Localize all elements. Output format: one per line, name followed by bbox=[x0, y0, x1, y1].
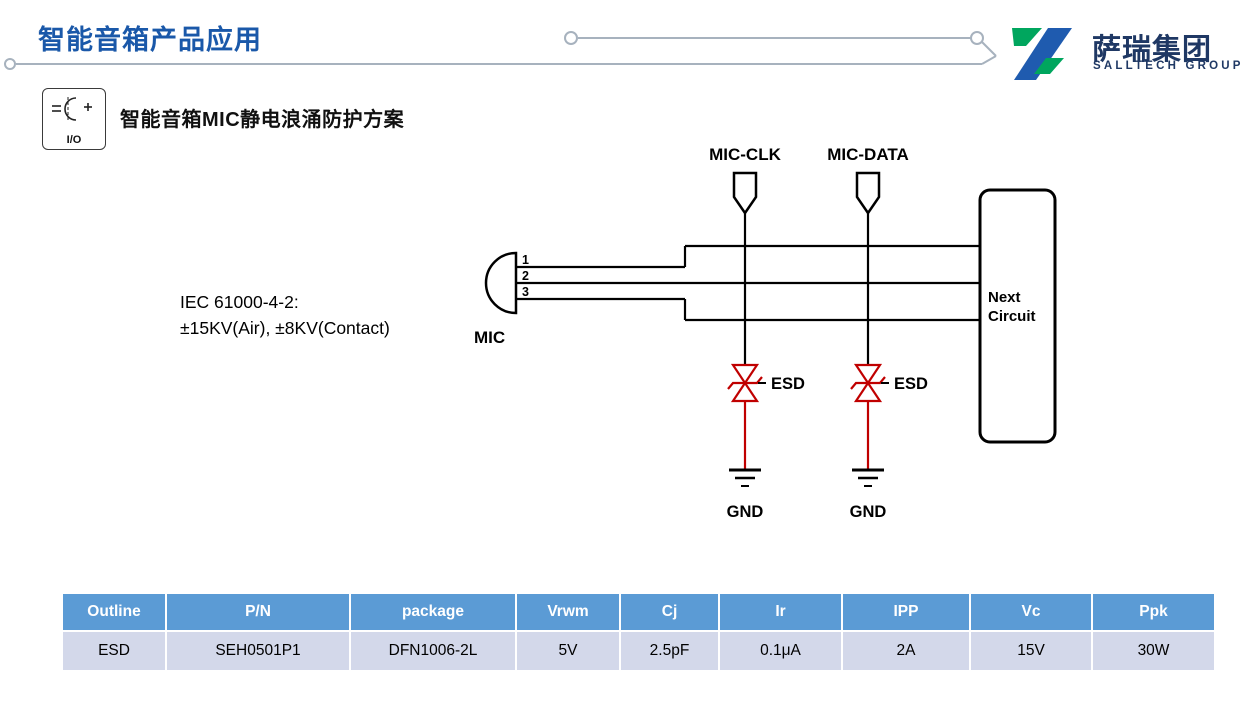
gnd-symbol-2 bbox=[852, 468, 884, 487]
table-cell-ppk: 30W bbox=[1093, 632, 1214, 670]
esd-label-1: ESD bbox=[771, 375, 805, 393]
iec-standard-line1: IEC 61000-4-2: bbox=[180, 292, 299, 312]
table-header-pn: P/N bbox=[167, 594, 349, 630]
esd-diode-1 bbox=[727, 363, 763, 470]
table-header-package: package bbox=[351, 594, 515, 630]
mic-pin-3: 3 bbox=[522, 285, 529, 299]
next-circuit-label-line1: Next bbox=[988, 289, 1021, 306]
table-header-ppk: Ppk bbox=[1093, 594, 1214, 630]
io-port-icon: I/O bbox=[42, 88, 106, 150]
mic-data-label: MIC-DATA bbox=[827, 145, 909, 164]
table-cell-ir: 0.1μA bbox=[720, 632, 841, 670]
table-cell-vrwm: 5V bbox=[517, 632, 619, 670]
next-circuit-label-line2: Circuit bbox=[988, 308, 1036, 325]
table-cell-pn: SEH0501P1 bbox=[167, 632, 349, 670]
table-header-cj: Cj bbox=[621, 594, 718, 630]
page-title: 智能音箱产品应用 bbox=[38, 25, 262, 55]
table-cell-cj: 2.5pF bbox=[621, 632, 718, 670]
mic-data-connector bbox=[855, 171, 881, 216]
mic-label: MIC bbox=[474, 328, 505, 347]
gnd-symbol-1 bbox=[729, 468, 761, 487]
mic-clk-connector bbox=[732, 171, 758, 216]
mic-pin-2: 2 bbox=[522, 269, 529, 283]
mic-pin-1: 1 bbox=[522, 253, 529, 267]
table-cell-ipp: 2A bbox=[843, 632, 969, 670]
signal-lines bbox=[516, 244, 980, 322]
table-cell-vc: 15V bbox=[971, 632, 1091, 670]
spec-table: Outline P/N package Vrwm Cj Ir IPP Vc Pp… bbox=[63, 594, 1214, 670]
gnd-label-1: GND bbox=[727, 503, 764, 521]
table-header-outline: Outline bbox=[63, 594, 165, 630]
gnd-label-2: GND bbox=[850, 503, 887, 521]
io-icon-label: I/O bbox=[66, 134, 82, 146]
iec-standard-line2: ±15KV(Air), ±8KV(Contact) bbox=[180, 318, 390, 338]
next-circuit-box bbox=[978, 188, 1057, 444]
table-cell-outline: ESD bbox=[63, 632, 165, 670]
table-cell-package: DFN1006-2L bbox=[351, 632, 515, 670]
salltech-logo-icon bbox=[1012, 28, 1072, 80]
esd-label-2: ESD bbox=[894, 375, 928, 393]
table-header-ir: Ir bbox=[720, 594, 841, 630]
table-header-ipp: IPP bbox=[843, 594, 969, 630]
logo-company-name: 萨瑞集团 bbox=[1092, 34, 1213, 66]
section-title: 智能音箱MIC静电浪涌防护方案 bbox=[120, 109, 405, 131]
table-header-vc: Vc bbox=[971, 594, 1091, 630]
table-header-vrwm: Vrwm bbox=[517, 594, 619, 630]
header-decorative-lines bbox=[4, 31, 997, 70]
mic-symbol bbox=[484, 251, 518, 315]
io-port-symbol bbox=[52, 97, 92, 121]
logo-company-subtitle: SALLTECH GROUP bbox=[1093, 60, 1244, 72]
esd-diode-2 bbox=[850, 363, 886, 470]
mic-clk-label: MIC-CLK bbox=[709, 145, 781, 164]
circuit-diagram: IEC 61000-4-2: ±15KV(Air), ±8KV(Contact)… bbox=[180, 145, 1057, 521]
